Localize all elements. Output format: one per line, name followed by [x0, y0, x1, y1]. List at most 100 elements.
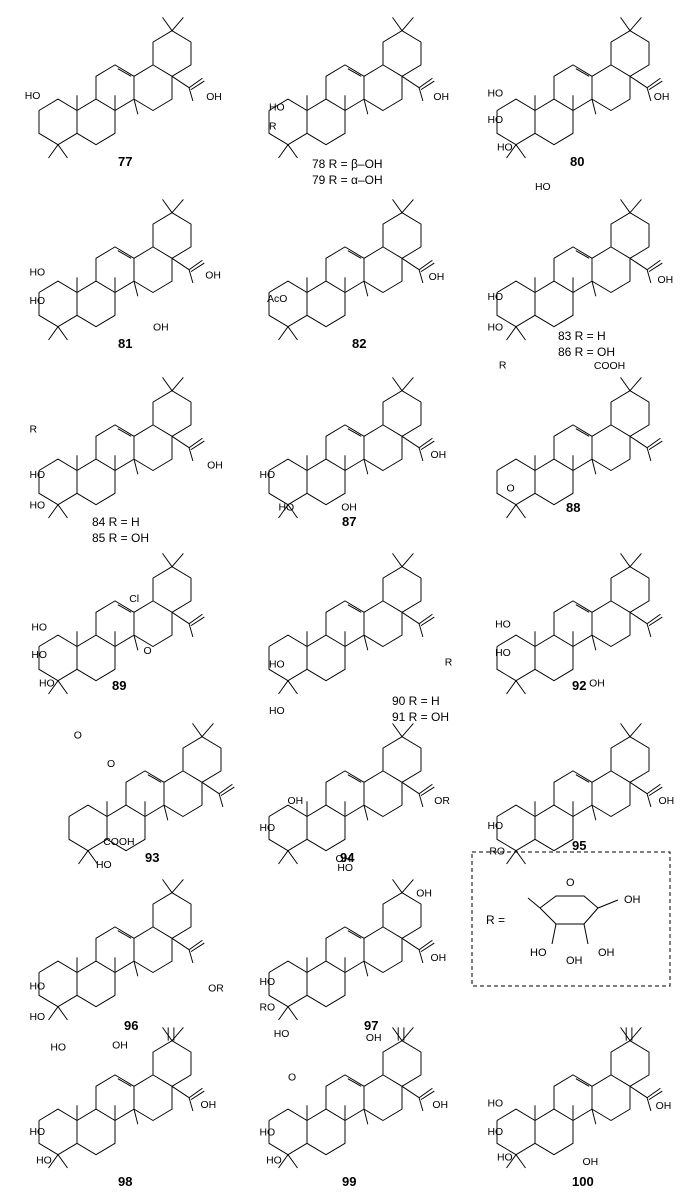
sugar-oh-2: OH: [598, 947, 615, 959]
substituent-label: Cl: [129, 594, 139, 605]
substituent-label: HO: [488, 323, 504, 334]
substituent-label: HO: [488, 292, 504, 303]
substituent-label: OH: [658, 275, 674, 286]
compound-number-93: 93: [145, 850, 159, 865]
substituent-label: OH: [206, 92, 222, 103]
caption-91: 91 R = OH: [392, 710, 449, 724]
compound-82: AcO OH: [267, 198, 445, 341]
substituent-label: HO: [488, 1098, 504, 1109]
triterpene-skeleton: [268, 198, 435, 341]
substituent-label: O: [288, 1073, 296, 1084]
triterpene-skeleton: [38, 16, 205, 159]
substituent-label: OH: [431, 953, 447, 964]
compound-number-81: 81: [118, 336, 132, 351]
triterpene-skeleton: [268, 376, 435, 519]
triterpene-skeleton: [68, 722, 235, 865]
triterpene-skeleton: [38, 376, 205, 519]
compound-number-96: 96: [124, 1018, 138, 1033]
substituent-label: OH: [589, 678, 605, 689]
substituent-label: R: [269, 122, 277, 133]
compound-87: HO HO OH OH: [260, 376, 447, 519]
substituent-label: HO: [266, 1155, 282, 1166]
compound-number-77: 77: [118, 154, 132, 169]
triterpene-skeleton: [496, 376, 663, 519]
compound-number-80: 80: [570, 154, 584, 169]
compound-99: O HO HO OH: [260, 1027, 448, 1168]
substituent-label: OR: [208, 984, 224, 995]
substituent-label: AcO: [267, 294, 287, 305]
compound-77: HO OH: [25, 16, 222, 159]
substituent-label: HO: [274, 1029, 290, 1040]
triterpene-skeleton: [497, 1027, 662, 1168]
compound-number-98: 98: [118, 1174, 132, 1189]
triterpene-skeleton: [268, 878, 435, 1021]
substituent-label: OH: [341, 502, 357, 513]
compound-98: HO HO OH: [30, 1027, 217, 1168]
substituent-label: R: [30, 425, 38, 436]
substituent-label: OH: [429, 272, 445, 283]
substituent-label: OH: [656, 1101, 672, 1112]
triterpene-skeleton: [38, 552, 205, 695]
substituent-label: HO: [260, 470, 276, 481]
triterpene-skeleton: [38, 198, 205, 341]
caption-83: 83 R = H: [558, 329, 606, 343]
triterpene-skeleton: [268, 552, 435, 695]
substituent-label: HO: [96, 860, 112, 871]
substituent-label: HO: [337, 863, 353, 874]
substituent-label: HO: [495, 648, 511, 659]
substituent-label: OH: [432, 1100, 448, 1111]
substituent-label: HO: [31, 650, 47, 661]
substituent-label: R: [445, 658, 453, 669]
substituent-label: O: [107, 759, 115, 770]
substituent-label: RO: [489, 847, 505, 858]
substituent-label: OH: [583, 1157, 599, 1168]
caption-84: 84 R = H: [92, 515, 140, 529]
substituent-label: HO: [279, 502, 295, 513]
compound-number-87: 87: [342, 514, 356, 529]
substituent-label: OH: [205, 270, 221, 281]
substituent-label: HO: [30, 267, 46, 278]
sugar-ring-o: O: [566, 877, 575, 889]
substituent-label: HO: [36, 1155, 52, 1166]
substituent-label: OH: [288, 796, 304, 807]
triterpene-skeleton: [496, 16, 663, 159]
substituent-label: HO: [30, 1127, 46, 1138]
substituent-label: OH: [207, 461, 223, 472]
substituent-label: COOH: [594, 361, 625, 372]
substituent-label: OH: [416, 889, 432, 900]
substituent-label: HO: [25, 91, 41, 102]
sugar-definition-box: R = OH HO OH OH O: [471, 851, 671, 987]
substituent-label: OH: [431, 450, 447, 461]
triterpene-skeleton: [269, 1027, 434, 1168]
substituent-label: HO: [488, 88, 504, 99]
compound-number-82: 82: [352, 336, 366, 351]
substituent-label: HO: [497, 142, 513, 153]
substituent-label: HO: [30, 470, 46, 481]
substituent-label: HO: [260, 977, 276, 988]
caption-85: 85 R = OH: [92, 531, 149, 545]
substituent-label: HO: [488, 1127, 504, 1138]
substituent-label: OH: [201, 1100, 217, 1111]
substituent-label: OH: [654, 92, 670, 103]
substituent-label: HO: [488, 821, 504, 832]
substituent-label: HO: [269, 706, 285, 717]
substituent-label: HO: [50, 1042, 66, 1053]
substituent-label: HO: [535, 182, 551, 193]
substituent-label: OH: [433, 92, 449, 103]
compound-number-92: 92: [572, 678, 586, 693]
substituent-label: RO: [260, 1003, 276, 1014]
substituent-label: HO: [30, 1012, 46, 1023]
compound-number-89: 89: [112, 678, 126, 693]
